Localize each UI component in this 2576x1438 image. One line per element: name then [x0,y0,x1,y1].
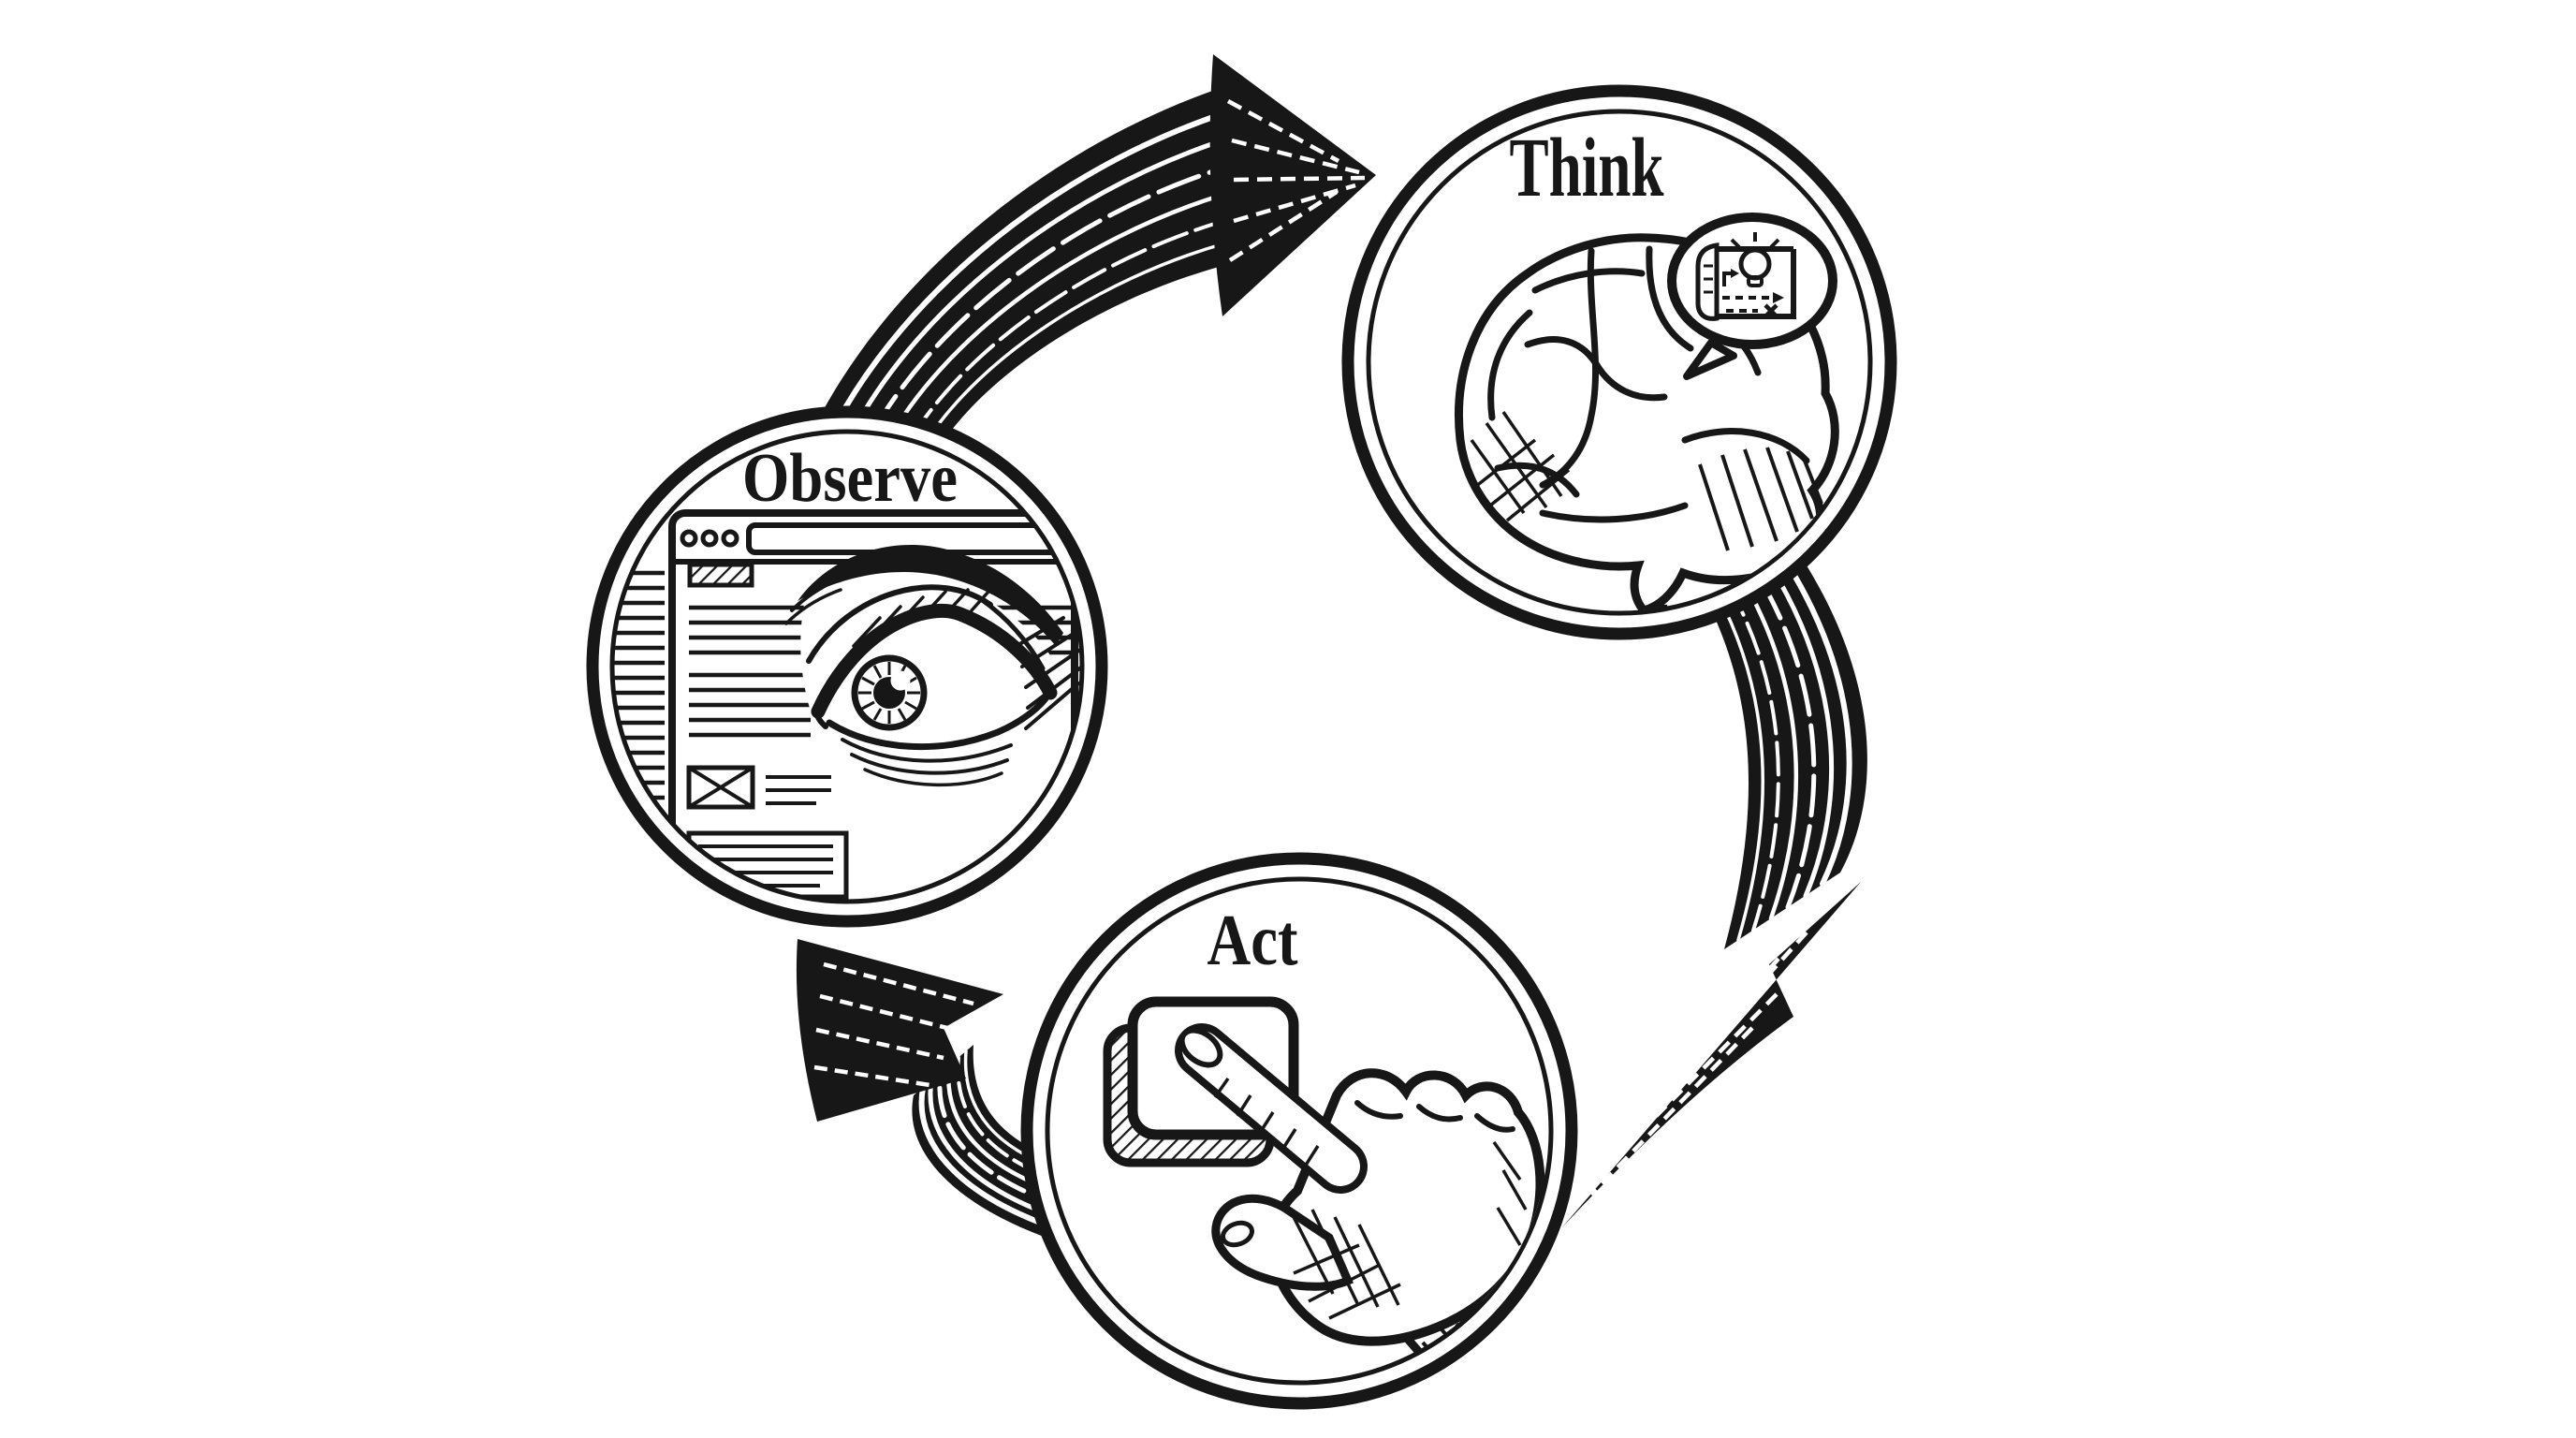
caption-lines [766,775,831,805]
window-dot-icon [700,529,719,548]
knuckle-creases [1354,1100,1515,1133]
browser-window-icon [613,509,1078,901]
node-act-inner-ring [1045,876,1554,1386]
window-dot-icon [721,529,739,548]
eyebrow-icon [798,545,1063,646]
page-banner-placeholder [687,562,754,588]
node-observe-label: Observe [742,440,958,517]
brain-with-idea-plan-bubble-icon [1455,213,1839,611]
arrow-observe-to-think-icon [816,54,1376,444]
node-labels: Observe Think Act [742,122,1664,980]
eye-icon [784,545,1081,787]
x-mark-icon [1764,303,1778,318]
iris-icon [851,654,928,731]
finger-nail [1178,1027,1223,1068]
node-think-label: Think [1510,122,1664,214]
node-think-inner-ring [1366,109,1873,616]
hand-shading [1292,1140,1528,1320]
node-observe-inner-ring [609,429,1085,904]
thumb-nail [1221,1220,1254,1248]
idea-plan-bubble-icon [1667,213,1837,380]
arrow-think-to-act-icon [1561,524,1867,1228]
plan-route-icon [1722,269,1784,318]
brain-shading [1470,411,1571,522]
image-placeholder-icon [686,765,755,810]
cerebellum-hatching [1698,447,1823,551]
window-dot-icon [680,529,698,548]
node-act-label: Act [1208,900,1298,980]
eye-over-browser-window-icon [613,509,1081,901]
finger-shading [1213,1077,1320,1167]
eye-hatching [784,573,1081,787]
lightbulb-icon [1730,232,1780,287]
